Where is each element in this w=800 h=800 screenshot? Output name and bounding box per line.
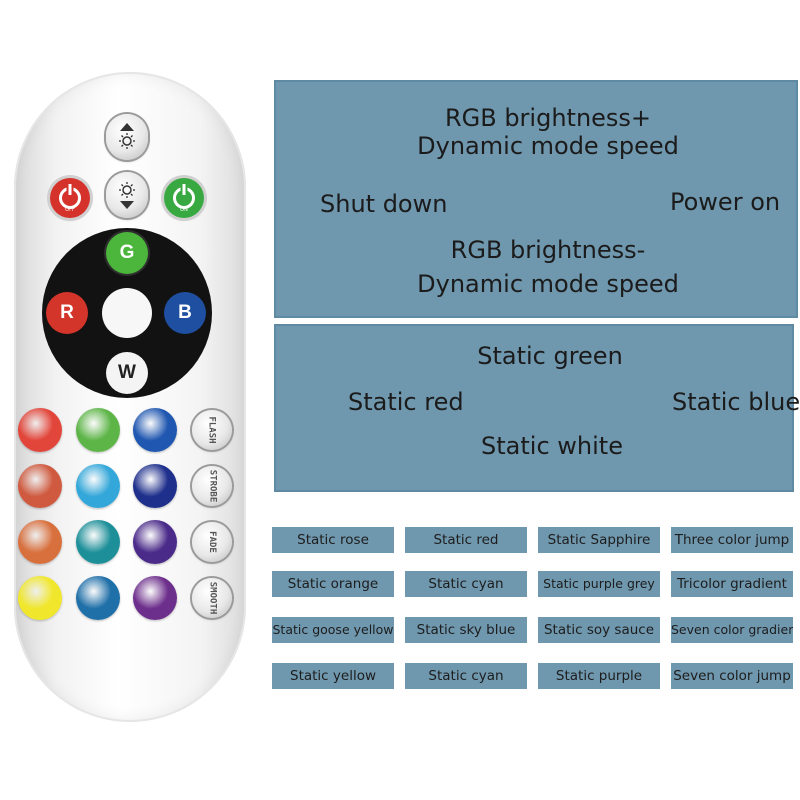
panel-mid: Static green Static red Static blue Stat… (274, 324, 800, 492)
function-button[interactable]: STROBE (192, 466, 232, 506)
function-label: STROBE (206, 469, 217, 503)
color-button[interactable] (76, 408, 120, 452)
green-letter: G (119, 242, 135, 263)
color-wheel: G R B W (42, 228, 212, 398)
center-button[interactable] (102, 288, 152, 338)
mode-label: Tricolor gradient (671, 571, 793, 597)
function-button[interactable]: SMOOTH (192, 578, 232, 618)
mode-label: Static orange (272, 571, 394, 597)
mode-label: Seven color jump (671, 663, 793, 689)
mode-label: Three color jump (671, 527, 793, 553)
color-button[interactable] (18, 520, 62, 564)
brightness-down-button[interactable] (106, 172, 148, 218)
red-letter: R (60, 302, 74, 323)
mode-label: Static rose (272, 527, 394, 553)
color-button[interactable] (18, 464, 62, 508)
mode-label: Static sky blue (405, 617, 527, 643)
brightness-up-line1: RGB brightness+ (444, 104, 652, 132)
mode-label: Static cyan (405, 571, 527, 597)
static-blue-label: Static blue (672, 388, 800, 416)
mode-label: Static yellow (272, 663, 394, 689)
red-button[interactable]: R (46, 292, 88, 334)
color-button[interactable] (133, 408, 177, 452)
remote-control: OFF ON G R B W (14, 72, 246, 722)
panel-top: RGB brightness+ Dynamic mode speed Shut … (274, 80, 798, 318)
green-button[interactable]: G (106, 232, 148, 274)
power-on-label: Power on (670, 188, 781, 216)
power-icon (173, 187, 195, 209)
white-button[interactable]: W (106, 352, 148, 394)
mode-label: Static soy sauce (538, 617, 660, 643)
function-button[interactable]: FLASH (192, 410, 232, 450)
blue-letter: B (178, 302, 192, 323)
function-label: FADE (207, 531, 217, 553)
function-button[interactable]: FADE (192, 522, 232, 562)
mode-label: Static purple (538, 663, 660, 689)
color-button[interactable] (133, 576, 177, 620)
brightness-up-icon (119, 123, 135, 149)
shut-down-label: Shut down (320, 190, 448, 218)
off-label: OFF (65, 207, 75, 213)
mode-label: Seven color gradient (671, 617, 793, 643)
brightness-up-button[interactable] (106, 114, 148, 160)
color-button[interactable] (76, 464, 120, 508)
brightness-down-line2: Dynamic mode speed (417, 270, 679, 298)
color-button[interactable] (76, 520, 120, 564)
color-button[interactable] (76, 576, 120, 620)
color-button[interactable] (133, 464, 177, 508)
mode-label: Static purple grey (538, 571, 660, 597)
mode-label: Static red (405, 527, 527, 553)
color-button[interactable] (133, 520, 177, 564)
mode-label: Static cyan (405, 663, 527, 689)
mode-label: Static Sapphire (538, 527, 660, 553)
static-red-label: Static red (348, 388, 464, 416)
on-label: ON (180, 207, 188, 213)
brightness-up-line2: Dynamic mode speed (417, 132, 679, 160)
mode-label: Static goose yellow (272, 617, 394, 643)
color-button[interactable] (18, 576, 62, 620)
brightness-down-icon (119, 182, 135, 209)
brightness-down-line1: RGB brightness- (450, 236, 646, 264)
static-green-label: Static green (477, 342, 623, 370)
color-button[interactable] (18, 408, 62, 452)
static-white-label: Static white (481, 432, 623, 460)
function-label: SMOOTH (206, 581, 217, 615)
power-icon (59, 187, 81, 209)
power-off-button[interactable]: OFF (50, 178, 90, 218)
power-on-button[interactable]: ON (164, 178, 204, 218)
white-letter: W (118, 362, 136, 383)
blue-button[interactable]: B (164, 292, 206, 334)
function-label: FLASH (207, 416, 217, 444)
